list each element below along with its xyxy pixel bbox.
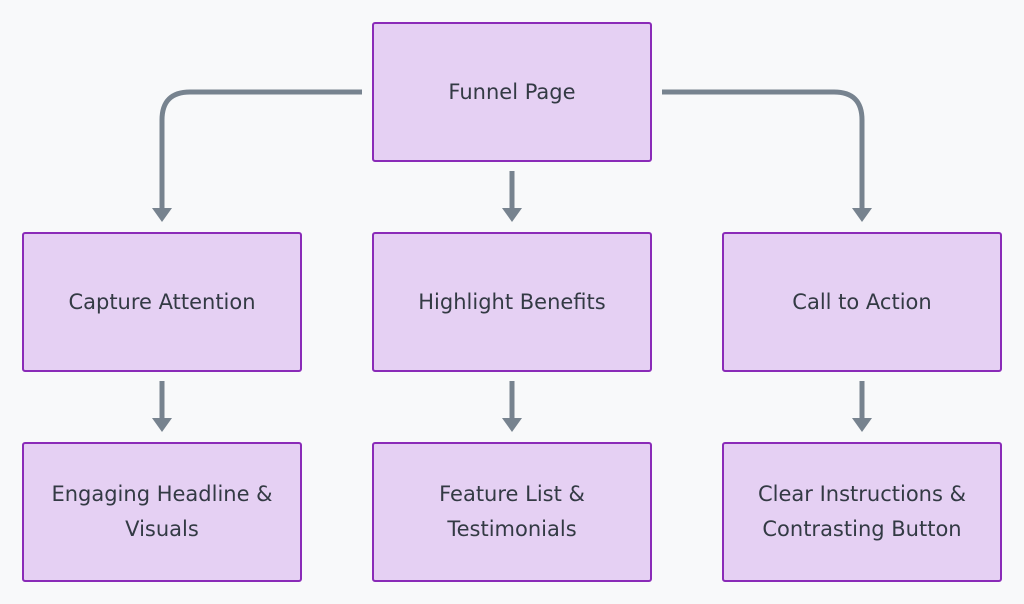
- arrowhead-clear-instructions: [852, 418, 872, 432]
- edge-root-to-capture-attention: [159, 89, 362, 210]
- node-engaging-headline-visuals: Engaging Headline & Visuals: [22, 442, 302, 582]
- node-label: Highlight Benefits: [418, 289, 606, 314]
- arrowhead-capture-attention: [152, 208, 172, 222]
- node-highlight-benefits: Highlight Benefits: [372, 232, 652, 372]
- node-call-to-action: Call to Action: [722, 232, 1002, 372]
- arrowhead-highlight-benefits: [502, 208, 522, 222]
- node-label: Funnel Page: [448, 79, 576, 104]
- node-label: Clear Instructions & Contrasting Button: [758, 482, 966, 541]
- node-label: Call to Action: [792, 289, 932, 314]
- arrowhead-engaging-headline: [152, 418, 172, 432]
- node-clear-instructions-contrasting-button: Clear Instructions & Contrasting Button: [722, 442, 1002, 582]
- arrowhead-feature-list: [502, 418, 522, 432]
- node-capture-attention: Capture Attention: [22, 232, 302, 372]
- arrowhead-call-to-action: [852, 208, 872, 222]
- node-funnel-page: Funnel Page: [372, 22, 652, 162]
- node-feature-list-testimonials: Feature List & Testimonials: [372, 442, 652, 582]
- node-label: Capture Attention: [68, 289, 256, 314]
- node-label: Engaging Headline & Visuals: [51, 482, 273, 541]
- node-label: Feature List & Testimonials: [439, 482, 585, 541]
- edge-root-to-call-to-action: [662, 89, 865, 210]
